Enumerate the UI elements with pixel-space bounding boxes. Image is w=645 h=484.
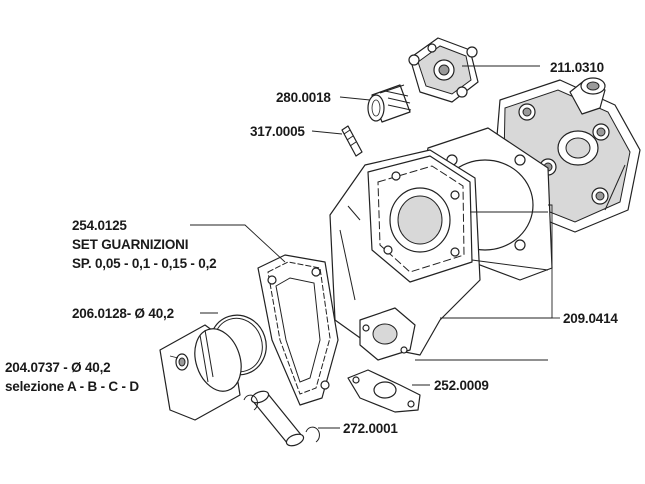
label-wrist-pin: 272.0001 xyxy=(343,421,398,436)
label-bearing: 280.0018 xyxy=(276,90,331,105)
label-piston-selection: selezione A - B - C - D xyxy=(5,379,139,394)
label-gasket-set-code: 254.0125 xyxy=(72,218,127,233)
label-cylinder-kit: 209.0414 xyxy=(563,311,618,326)
label-gasket-set-name: SET GUARNIZIONI xyxy=(72,237,188,252)
label-exhaust-gasket: 252.0009 xyxy=(434,378,489,393)
cylinder xyxy=(329,149,481,361)
dowel-stud xyxy=(341,125,363,157)
label-piston-ring: 206.0128- Ø 40,2 xyxy=(72,306,174,321)
wrist-pin xyxy=(250,390,305,447)
pin-clip-lower xyxy=(305,426,320,443)
piston xyxy=(159,324,242,421)
pin-clip-upper xyxy=(243,394,258,411)
leader-lines xyxy=(169,65,560,429)
label-piston-code: 204.0737 - Ø 40,2 xyxy=(5,360,110,375)
label-gasket-set-sizes: SP. 0,05 - 0,1 - 0,15 - 0,2 xyxy=(72,256,216,271)
label-stud: 317.0005 xyxy=(250,124,305,139)
label-head-cover: 211.0310 xyxy=(550,60,604,75)
head-cover-plate xyxy=(408,37,479,103)
base-gasket xyxy=(257,254,339,406)
needle-bearing xyxy=(367,84,412,123)
exhaust-gasket xyxy=(347,369,421,413)
